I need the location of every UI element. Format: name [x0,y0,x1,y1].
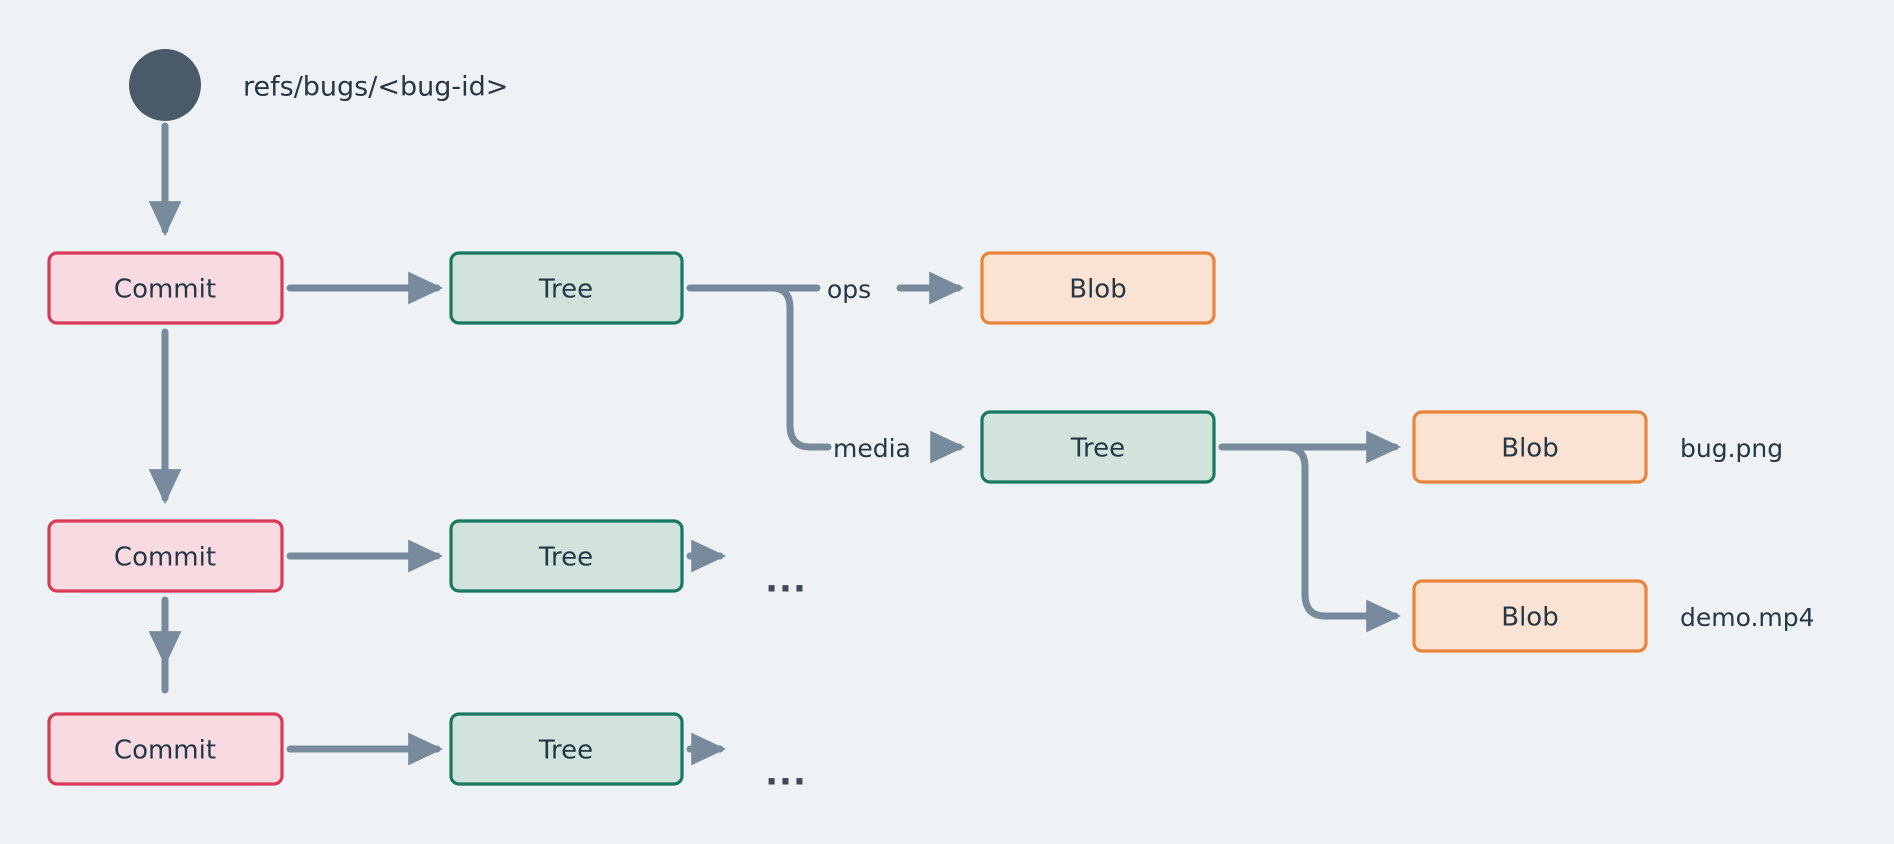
edge-label-media: media [833,434,911,463]
commit-1-box[interactable] [47,251,284,325]
edge-label-ops: ops [827,275,871,304]
node-commit-2[interactable]: Commit [47,519,284,593]
tree-media-box[interactable] [980,410,1216,484]
tree-root-3-label: Tree [538,736,593,766]
side-label-demo-mp4: demo.mp4 [1680,603,1815,632]
ellipsis-row-3: ... [765,754,807,794]
commit-3-label: Commit [114,736,216,766]
node-tree-media[interactable]: Tree [980,410,1216,484]
commit-3-box[interactable] [47,712,284,786]
tree-root-1-box[interactable] [449,251,684,325]
blob-bug-png-label: Blob [1501,434,1558,464]
commit-2-box[interactable] [47,519,284,593]
blob-ops-box[interactable] [980,251,1216,325]
tree-root-2-label: Tree [538,543,593,573]
node-blob-ops[interactable]: Blob [980,251,1216,325]
commit-1-label: Commit [114,275,216,305]
edge-tree1-trunk-media [768,284,832,451]
tree-root-1-label: Tree [538,275,593,305]
node-commit-3[interactable]: Commit [47,712,284,786]
ellipsis-row-2: ... [765,561,807,601]
ref-head-circle-icon [129,49,201,121]
tree-root-2-box[interactable] [449,519,684,593]
ref-label: refs/bugs/<bug-id> [243,72,508,103]
node-tree-root-1[interactable]: Tree [449,251,684,325]
blob-bug-png-box[interactable] [1412,410,1648,484]
edge-treemedia-to-blob-demomp4 [1281,443,1402,633]
tree-media-label: Tree [1070,434,1125,464]
blob-ops-label: Blob [1069,275,1126,305]
blob-demo-mp4-box[interactable] [1412,579,1648,653]
side-label-bug-png: bug.png [1680,434,1783,463]
tree-root-3-box[interactable] [449,712,684,786]
node-tree-root-3[interactable]: Tree [449,712,684,786]
node-blob-bug-png[interactable]: Blob [1412,410,1648,484]
node-tree-root-2[interactable]: Tree [449,519,684,593]
blob-demo-mp4-label: Blob [1501,603,1558,633]
commit-2-label: Commit [114,543,216,573]
node-blob-demo-mp4[interactable]: Blob [1412,579,1648,653]
node-commit-1[interactable]: Commit [47,251,284,325]
